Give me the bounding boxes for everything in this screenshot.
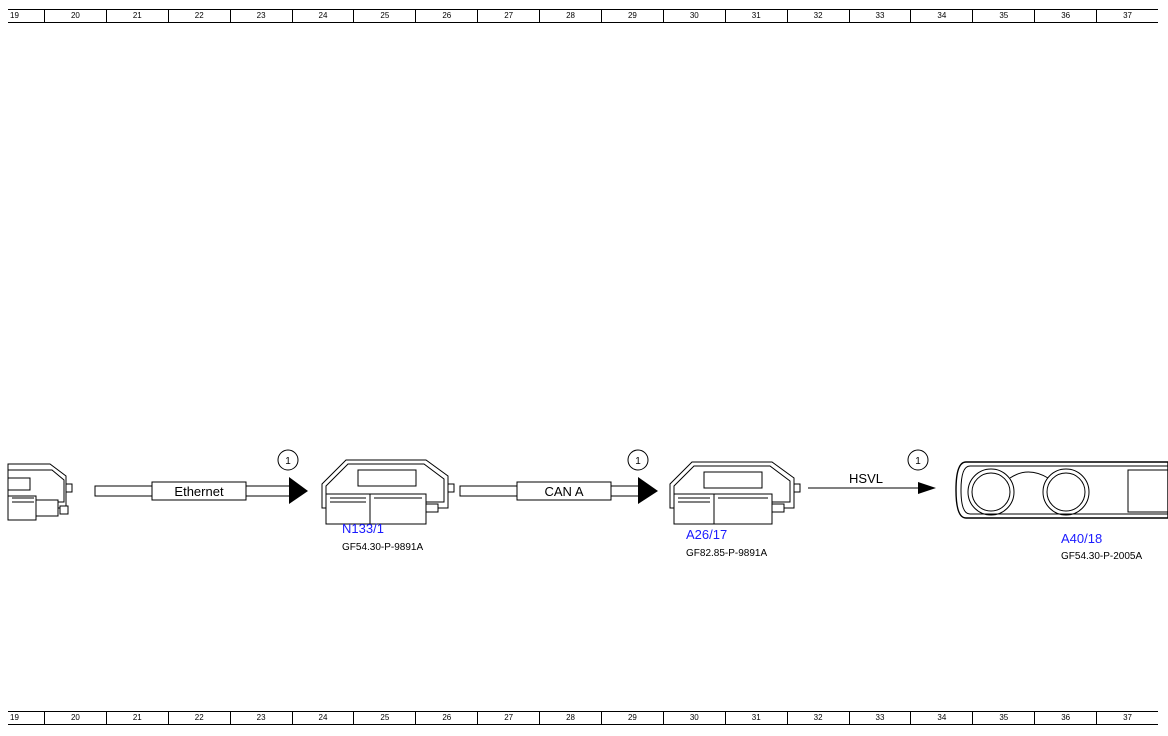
component-id-a40-18[interactable]: A40/18 [1061,531,1102,546]
ruler-column-34: 34 [910,711,972,725]
marker-number: 1 [285,456,291,467]
ruler-column-20: 20 [44,9,106,23]
ruler-column-20: 20 [44,711,106,725]
connection-hsvl: HSVL [808,471,936,494]
ruler-column-30: 30 [662,711,725,725]
control-unit-left-partial [7,463,73,521]
ruler-column-27: 27 [477,9,539,23]
ruler-column-36: 36 [1034,9,1096,23]
ruler-column-19: 19 [10,11,19,20]
ruler-column-19: 19 [10,713,19,722]
ruler-column-23: 23 [229,711,292,725]
ruler-column-26: 26 [415,711,477,725]
ruler-column-36: 36 [1034,711,1096,725]
ruler-column-27: 27 [477,711,539,725]
component-ref-n133-1[interactable]: GF54.30-P-9891A [342,542,423,553]
ruler-column-25: 25 [353,9,415,23]
marker-circle-1: 1 [277,449,299,471]
ruler-column-35: 35 [972,9,1034,23]
component-ref-a40-18[interactable]: GF54.30-P-2005A [1061,551,1142,562]
connection-label-hsvl: HSVL [849,471,883,486]
ruler-column-33: 33 [848,9,911,23]
ruler-column-37: 37 [1096,711,1158,725]
ruler-column-29: 29 [601,9,663,23]
ruler-bottom-line [8,22,1158,23]
ruler-column-31: 31 [724,9,787,23]
ruler-column-31: 31 [724,711,787,725]
ruler-top-line [8,711,1158,712]
ruler-column-37: 37 [1096,9,1158,23]
ruler-column-29: 29 [601,711,663,725]
ruler-column-22: 22 [167,9,230,23]
connection-label-ethernet: Ethernet [174,484,224,499]
ruler-column-28: 28 [539,9,601,23]
connection-ethernet: Ethernet [94,477,308,504]
connection-can-a: CAN A [459,477,658,504]
ruler-column-23: 23 [229,9,292,23]
ruler-column-21: 21 [105,9,168,23]
ruler-column-24: 24 [291,9,354,23]
marker-circle-3: 1 [907,449,929,471]
ruler-top-line [8,9,1158,10]
ruler-column-21: 21 [105,711,168,725]
ruler-column-32: 32 [786,9,849,23]
control-unit-n133-1 [321,459,455,525]
marker-circle-2: 1 [627,449,649,471]
component-ref-a26-17[interactable]: GF82.85-P-9891A [686,548,767,559]
instrument-cluster-display [955,461,1168,519]
marker-number: 1 [635,456,641,467]
ruler-column-33: 33 [848,711,911,725]
ruler-column-32: 32 [786,711,849,725]
component-id-n133-1[interactable]: N133/1 [342,521,384,536]
ruler-column-34: 34 [910,9,972,23]
component-id-a26-17[interactable]: A26/17 [686,527,727,542]
ruler-column-26: 26 [415,9,477,23]
ruler-bottom-line [8,724,1158,725]
ruler-column-22: 22 [167,711,230,725]
ruler-column-25: 25 [353,711,415,725]
ruler-column-35: 35 [972,711,1034,725]
ruler-column-30: 30 [662,9,725,23]
control-unit-a26-17 [669,461,801,525]
connection-label-can-a: CAN A [544,484,583,499]
ruler-column-28: 28 [539,711,601,725]
marker-number: 1 [915,456,921,467]
ruler-column-24: 24 [291,711,354,725]
